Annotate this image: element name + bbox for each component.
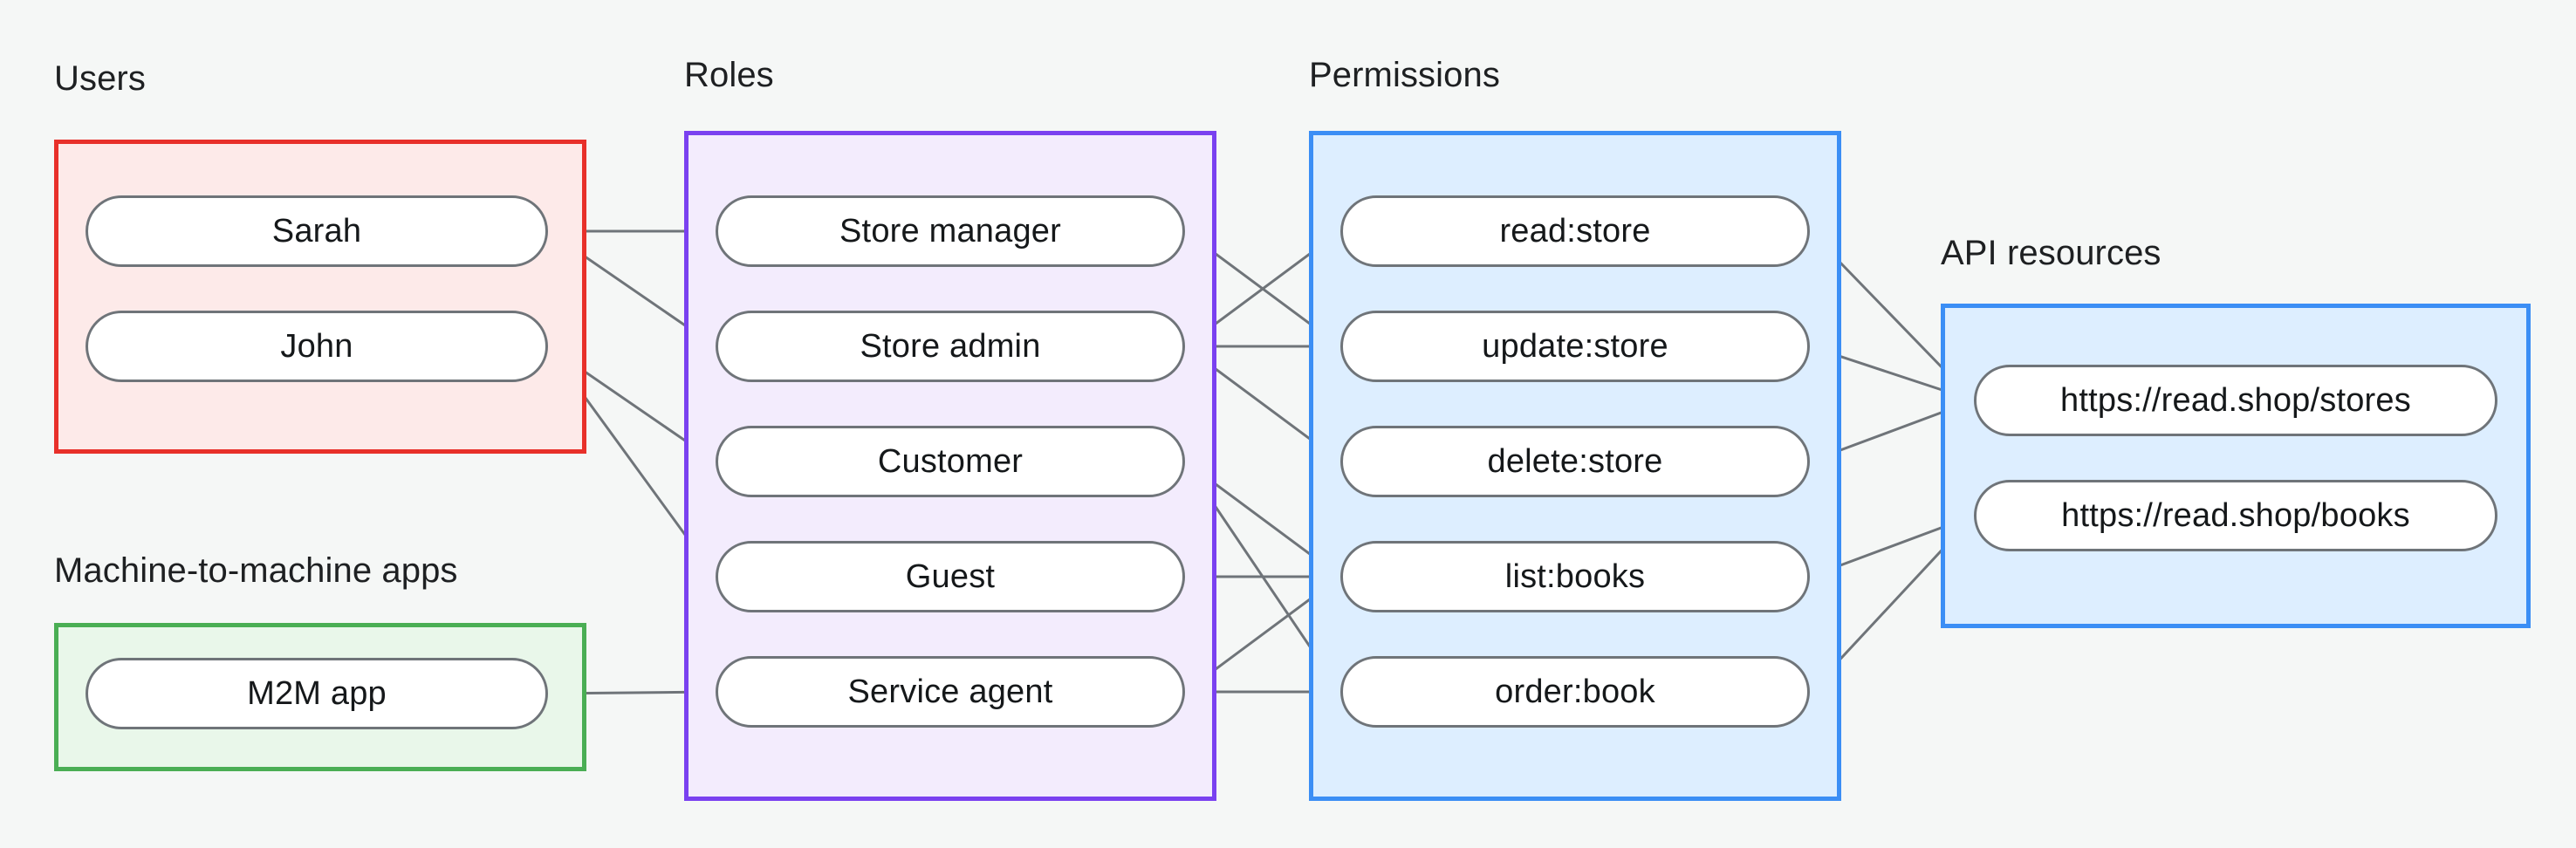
- node-m2m-app[interactable]: M2M app: [86, 658, 548, 729]
- node-john[interactable]: John: [86, 311, 548, 382]
- node-service-agent[interactable]: Service agent: [716, 656, 1185, 728]
- group-label-api: API resources: [1941, 234, 2162, 272]
- node-read-store[interactable]: read:store: [1340, 195, 1810, 267]
- group-label-roles: Roles: [684, 56, 774, 94]
- node-guest[interactable]: Guest: [716, 541, 1185, 612]
- node-res-stores[interactable]: https://read.shop/stores: [1974, 365, 2497, 436]
- node-store-admin[interactable]: Store admin: [716, 311, 1185, 382]
- node-store-manager[interactable]: Store manager: [716, 195, 1185, 267]
- node-customer[interactable]: Customer: [716, 426, 1185, 497]
- node-res-books[interactable]: https://read.shop/books: [1974, 480, 2497, 551]
- group-label-m2m: Machine-to-machine apps: [54, 551, 458, 590]
- node-list-books[interactable]: list:books: [1340, 541, 1810, 612]
- group-label-users: Users: [54, 59, 146, 98]
- node-update-store[interactable]: update:store: [1340, 311, 1810, 382]
- node-order-book[interactable]: order:book: [1340, 656, 1810, 728]
- group-label-permissions: Permissions: [1309, 56, 1500, 94]
- node-sarah[interactable]: Sarah: [86, 195, 548, 267]
- group-box-users: [54, 140, 586, 454]
- group-box-api: [1941, 304, 2531, 628]
- node-delete-store[interactable]: delete:store: [1340, 426, 1810, 497]
